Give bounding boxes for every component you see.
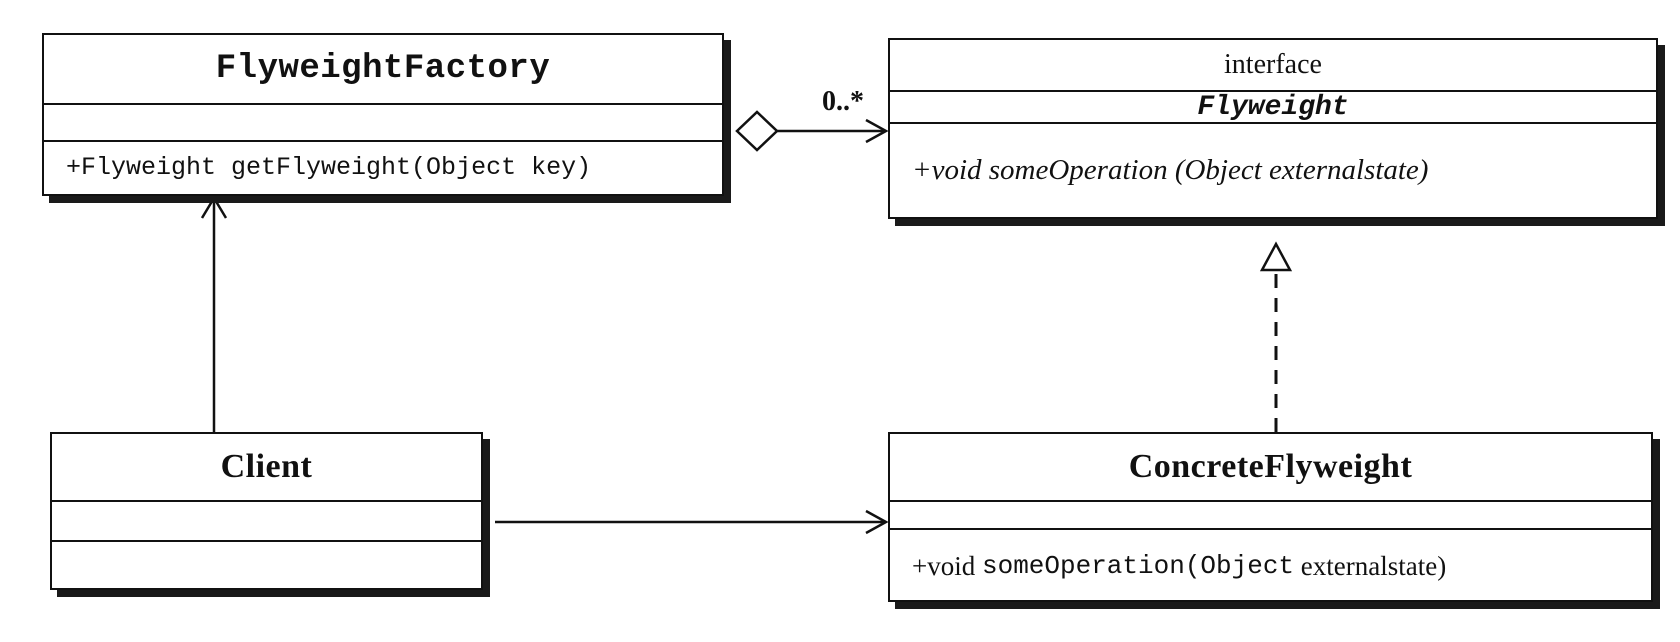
attributes-compartment: [52, 500, 481, 540]
flyweight-interface-class[interactable]: interface Flyweight +void someOperation …: [888, 38, 1658, 219]
client-concrete-arrowhead: [865, 509, 889, 535]
operations-compartment: +Flyweight getFlyweight(Object key): [44, 140, 722, 193]
concrete-flyweight-class[interactable]: ConcreteFlyweight +void someOperation(Ob…: [888, 432, 1653, 602]
operations-compartment: +void someOperation(Object externalstate…: [890, 528, 1651, 602]
operation-get-flyweight: +Flyweight getFlyweight(Object key): [66, 153, 592, 182]
class-name: Flyweight: [1197, 91, 1349, 123]
client-factory-arrowhead: [200, 195, 228, 219]
operations-compartment: +void someOperation (Object externalstat…: [890, 122, 1656, 217]
aggregation-diamond: [735, 110, 779, 152]
attributes-compartment: [44, 103, 722, 140]
operations-compartment: [52, 540, 481, 590]
operation-return: +void: [912, 550, 976, 581]
client-class[interactable]: Client: [50, 432, 483, 590]
operation-param: externalstate): [1300, 550, 1447, 581]
operation-signature: someOperation(Object: [981, 551, 1295, 581]
attributes-compartment: [890, 500, 1651, 528]
name-compartment: Flyweight: [890, 90, 1656, 123]
class-name: Client: [220, 448, 313, 485]
realization-arrowhead: [1259, 241, 1293, 272]
flyweight-factory-class[interactable]: FlyweightFactory +Flyweight getFlyweight…: [42, 33, 724, 196]
class-name: ConcreteFlyweight: [1128, 448, 1413, 485]
aggregation-arrowhead: [865, 118, 889, 144]
stereotype-label: interface: [1224, 49, 1322, 80]
operation-some-operation: +void someOperation (Object externalstat…: [912, 154, 1429, 186]
class-name: FlyweightFactory: [215, 50, 551, 88]
multiplicity-label: 0..*: [822, 86, 864, 117]
